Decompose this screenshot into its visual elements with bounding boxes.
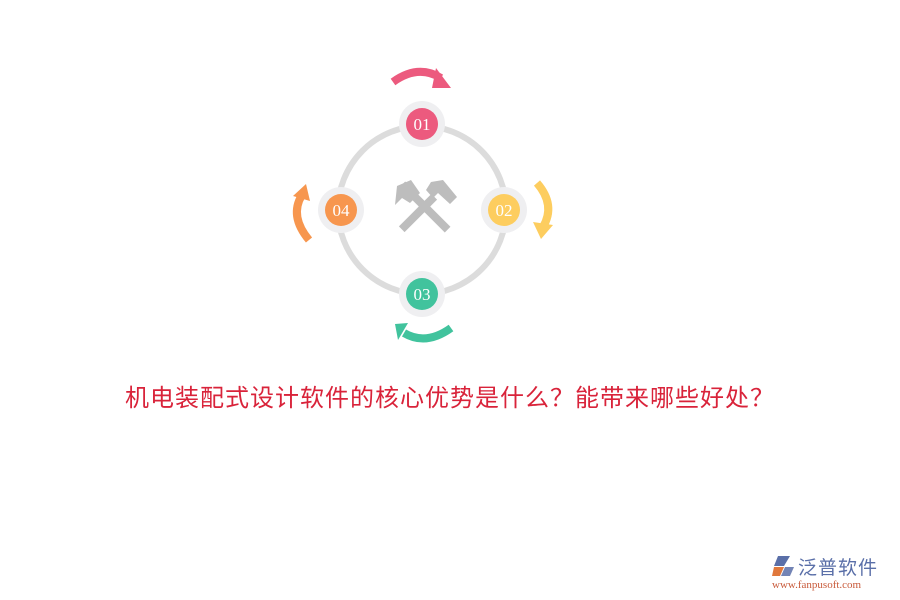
node-label: 01 xyxy=(414,115,431,134)
node-04: 04 xyxy=(318,187,364,233)
node-label: 02 xyxy=(496,201,513,220)
node-02: 02 xyxy=(481,187,527,233)
arrow-icon-left xyxy=(292,184,313,243)
node-03: 03 xyxy=(399,271,445,317)
node-label: 03 xyxy=(414,285,431,304)
brand-name: 泛普软件 xyxy=(798,557,879,579)
node-label: 04 xyxy=(333,201,351,220)
node-01: 01 xyxy=(399,101,445,147)
brand-logo: 泛普软件 www.fanpusoft.com xyxy=(772,553,897,593)
arrow-icon-right xyxy=(533,180,553,239)
arrow-icon-bottom xyxy=(395,323,454,343)
cycle-diagram: 01 02 03 04 xyxy=(292,68,553,343)
arrow-icon-top xyxy=(390,68,451,88)
page-title: 机电装配式设计软件的核心优势是什么？能带来哪些好处？ xyxy=(125,384,775,412)
brand-url: www.fanpusoft.com xyxy=(772,579,862,591)
fanpu-logo-icon xyxy=(772,556,794,576)
hammers-crossed-icon xyxy=(395,180,457,233)
